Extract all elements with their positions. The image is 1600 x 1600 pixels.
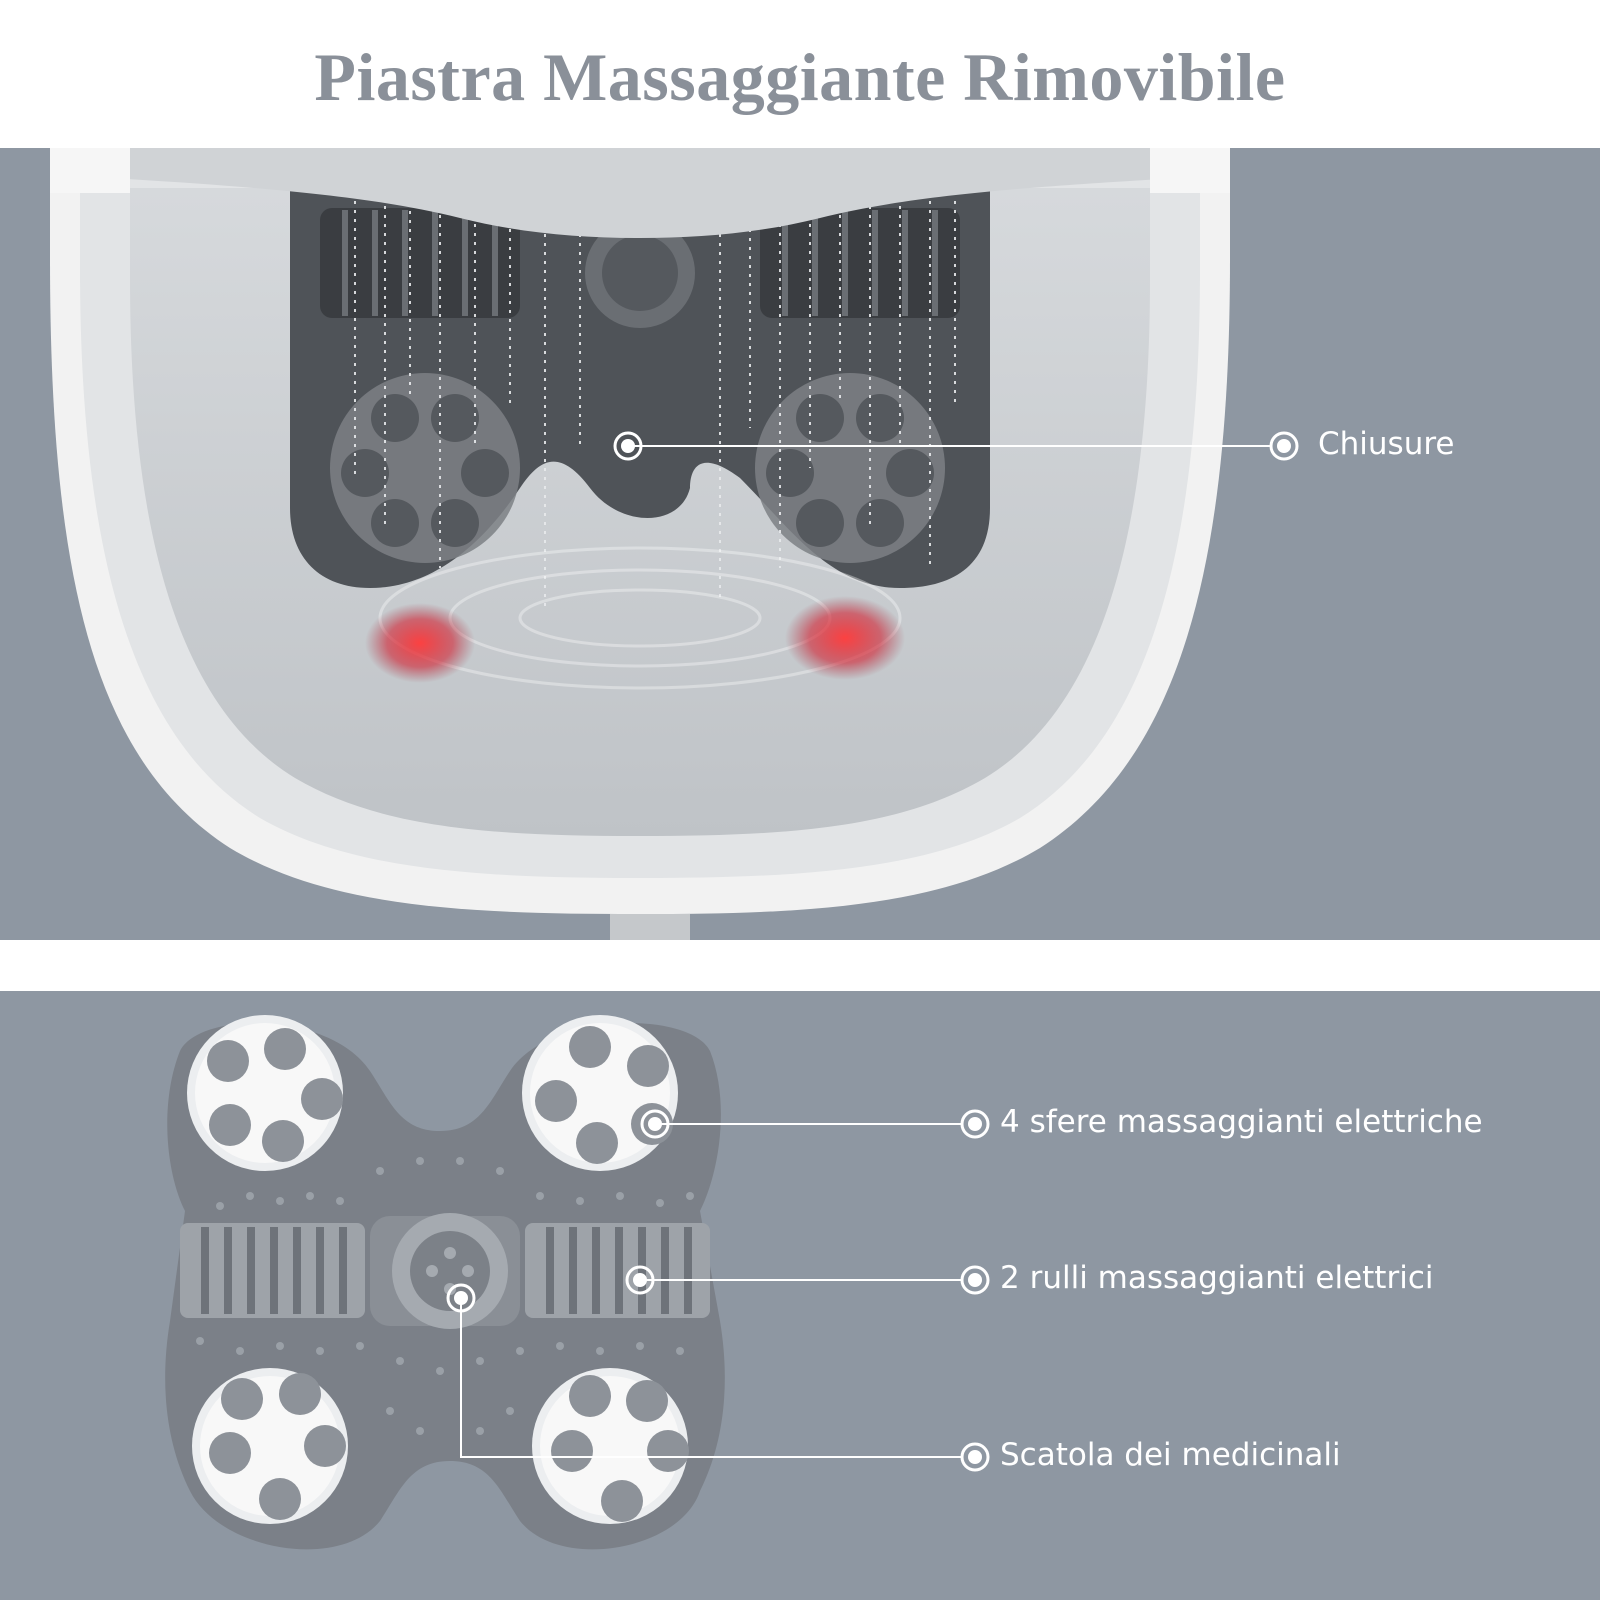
massage-plate-panel: 4 sfere massaggianti elettriche 2 rulli … [0,991,1600,1600]
page-title: Piastra Massaggiante Rimovibile [314,39,1286,115]
tub-roller-ridges [342,210,938,316]
plate-ball-pod-top-left [187,1015,343,1171]
plate-ball-pod-bottom-right [532,1368,689,1524]
callout-label-rollers: 2 rulli massaggianti elettrici [1000,1260,1434,1296]
foot-spa-tub-panel: Chiusure [0,148,1600,940]
plate-ball-pod-bottom-left [192,1368,348,1524]
plate-medicine-box [370,1213,520,1329]
callout-marker-icon [446,1283,476,1313]
callout-marker-icon [1269,431,1299,461]
callout-label-chiusure: Chiusure [1318,426,1455,462]
callout-marker-icon [960,1265,990,1295]
callout-marker-icon [640,1109,670,1139]
plate-roller-left [180,1223,365,1318]
tub-leg [610,914,690,940]
plate-ball-pod-top-right [522,1015,678,1171]
tub-lid [110,148,1180,238]
tub-massage-balls-right [755,373,945,563]
foot-spa-tub-illustration [50,148,1299,940]
callout-label-medicine-box: Scatola dei medicinali [1000,1437,1341,1473]
callout-marker-icon [960,1442,990,1472]
callout-marker-icon [613,431,643,461]
callout-marker-icon [960,1109,990,1139]
medicine-box-callout-line [460,1298,962,1458]
plate-roller-right [525,1223,710,1318]
callout-marker-icon [625,1265,655,1295]
massage-plate-illustration [165,1015,990,1550]
heat-light-right [785,596,905,680]
plate-nubs [196,1157,694,1435]
heat-light-left [365,603,475,683]
tub-water-streams [354,183,956,608]
tub-massage-balls-left [330,373,520,563]
callout-label-spheres: 4 sfere massaggianti elettriche [1000,1104,1483,1140]
